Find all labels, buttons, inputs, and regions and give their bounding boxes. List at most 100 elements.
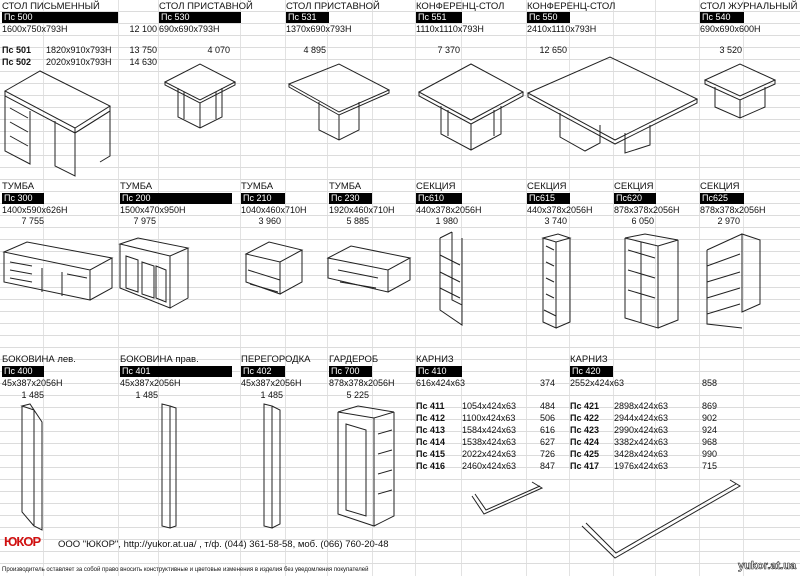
cabinet-drawing (118, 237, 190, 309)
cornice-drawing (581, 479, 741, 559)
variant-dims: 2022x424x63 (462, 449, 517, 459)
item-title: КОНФЕРЕНЦ-СТОЛ (416, 1, 505, 12)
item-code: Пс 230 (329, 193, 372, 204)
item-price: 6 050 (631, 216, 654, 226)
item-price: 1 485 (135, 390, 158, 400)
variant-dims: 3428x424x63 (614, 449, 669, 459)
item-dims: 1400x590x626H (2, 205, 68, 215)
item-dims: 1500x470x950H (120, 205, 186, 215)
item-title: СЕКЦИЯ (614, 181, 654, 192)
item-price: 4 070 (207, 45, 230, 55)
item-dims: 2410x1110x793H (527, 24, 597, 34)
watermark: yukor.at.ua (738, 560, 797, 572)
item-price: 12 100 (129, 24, 157, 34)
variant-code: Пс 425 (570, 449, 599, 459)
variant-dims: 1820x910x793H (46, 45, 112, 55)
item-dims: 690x690x600H (700, 24, 761, 34)
variant-code: Пс 423 (570, 425, 599, 435)
variant-dims: 1100x424x63 (462, 413, 516, 423)
cabinet-drawing (244, 241, 304, 295)
item-code: Пс 550 (527, 12, 570, 23)
variant-code: Пс 412 (416, 413, 445, 423)
item-price: 3 960 (258, 216, 281, 226)
variant-price: 14 630 (129, 57, 157, 67)
item-price: 3 740 (544, 216, 567, 226)
item-price: 5 885 (346, 216, 369, 226)
variant-price: 990 (702, 449, 718, 459)
item-dims: 45x387x2056H (2, 378, 63, 388)
item-code: Пс625 (700, 193, 744, 204)
item-dims: 45x387x2056H (241, 378, 302, 388)
item-price: 1 485 (21, 390, 44, 400)
variant-price: 506 (539, 413, 555, 423)
item-price: 1 485 (260, 390, 283, 400)
item-dims: 1370x690x793H (286, 24, 352, 34)
item-dims: 45x387x2056H (120, 378, 181, 388)
variant-code: Пс 416 (416, 461, 445, 471)
disclaimer-text: Производитель оставляет за собой право в… (2, 567, 369, 573)
item-title: СТОЛ ПРИСТАВНОЙ (159, 1, 253, 12)
variant-price: 627 (539, 437, 555, 447)
cornice-drawing (471, 481, 544, 515)
item-price: 374 (539, 378, 555, 388)
side-panel-drawing (161, 403, 177, 529)
variant-code: Пс 417 (570, 461, 599, 471)
item-price: 1 980 (435, 216, 458, 226)
variant-price: 902 (702, 413, 718, 423)
item-code: Пс 700 (329, 366, 372, 377)
variant-price: 484 (539, 401, 555, 411)
item-dims: 1110x1110x793H (416, 24, 484, 34)
variant-code: Пс 424 (570, 437, 599, 447)
item-title: СЕКЦИЯ (527, 181, 567, 192)
item-code: Пс 210 (241, 193, 285, 204)
item-dims: 616x424x63 (416, 378, 466, 388)
item-title: СТОЛ ЖУРНАЛЬНЫЙ (700, 1, 798, 12)
variant-dims: 2898x424x63 (614, 401, 669, 411)
item-title: ТУМБА (2, 181, 35, 192)
item-code: Пс 300 (2, 193, 44, 204)
shelving-drawing (624, 233, 679, 329)
item-title: ПЕРЕГОРОДКА (241, 354, 311, 365)
side-table-drawing (163, 63, 237, 129)
item-title: КАРНИЗ (570, 354, 608, 365)
item-price: 2 970 (717, 216, 740, 226)
company-logo: ЮКОР (4, 534, 41, 549)
item-code: Пс 400 (2, 366, 44, 377)
conference-table-drawing (526, 56, 699, 154)
contacts-text: ООО "ЮКОР", http://yukor.at.ua/ , т/ф. (… (58, 539, 389, 550)
item-code: Пс610 (416, 193, 462, 204)
variant-dims: 1054x424x63 (462, 401, 517, 411)
side-table-drawing (287, 63, 391, 141)
cabinet-drawing (2, 241, 114, 301)
variant-dims: 3382x424x63 (614, 437, 669, 447)
item-dims: 878x378x2056H (614, 205, 680, 215)
item-title: ГАРДЕРОБ (329, 354, 379, 365)
item-price: 4 895 (303, 45, 326, 55)
conference-table-drawing (417, 63, 525, 151)
variant-dims: 2990x424x63 (614, 425, 669, 435)
item-dims: 878x378x2056H (329, 378, 395, 388)
item-title: КАРНИЗ (416, 354, 454, 365)
item-dims: 440x378x2056H (527, 205, 593, 215)
item-title: СТОЛ ПРИСТАВНОЙ (286, 1, 380, 12)
variant-code: Пс 421 (570, 401, 599, 411)
variant-price: 726 (539, 449, 555, 459)
item-code: Пс615 (527, 193, 570, 204)
item-title: СЕКЦИЯ (416, 181, 456, 192)
item-code: Пс 531 (286, 12, 329, 23)
item-code: Пс 540 (700, 12, 744, 23)
item-dims: 2552x424x63 (570, 378, 625, 388)
variant-dims: 1538x424x63 (462, 437, 517, 447)
variant-code: Пс 422 (570, 413, 599, 423)
item-code: Пс 530 (159, 12, 241, 23)
item-title: БОКОВИНА лев. (2, 354, 76, 365)
variant-dims: 2020x910x793H (46, 57, 112, 67)
variant-price: 968 (702, 437, 718, 447)
item-code: Пс620 (614, 193, 656, 204)
item-price: 7 755 (21, 216, 44, 226)
item-dims: 1920x460x710H (329, 205, 395, 215)
item-title: СЕКЦИЯ (700, 181, 740, 192)
item-dims: 1600x750x793H (2, 24, 68, 34)
item-title: БОКОВИНА прав. (120, 354, 199, 365)
item-title: ТУМБА (329, 181, 362, 192)
